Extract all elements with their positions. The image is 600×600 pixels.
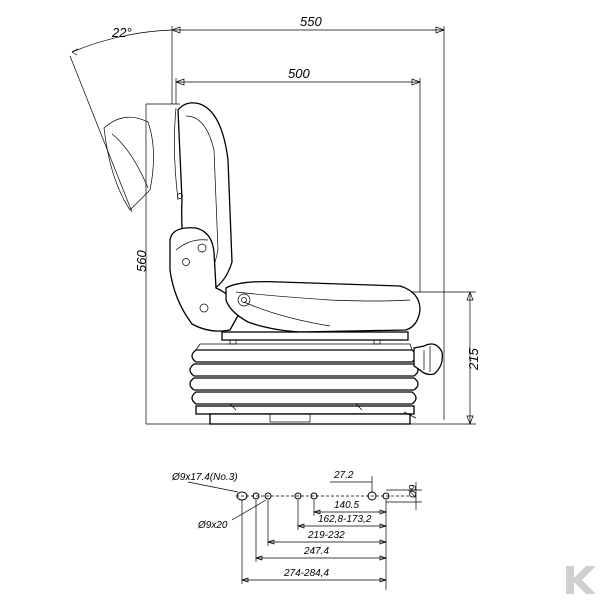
hole-size-label: Ø9x20: [197, 520, 228, 531]
seat-depth-label: 500: [288, 66, 310, 81]
dim-9-label: Ø9: [408, 484, 419, 499]
suspension-height-label: 215: [466, 348, 481, 371]
dim-140-5-label: 140.5: [334, 500, 359, 511]
dimension-500: 500: [175, 66, 421, 292]
overall-height-label: 560: [134, 250, 149, 272]
dim-274-label: 274-284,4: [283, 568, 329, 579]
suspension-bellows: [189, 343, 419, 405]
dim-247-4-label: 247.4: [303, 546, 329, 557]
seat-outline: [103, 102, 443, 425]
recline-angle-indicator: 22°: [69, 25, 173, 213]
adjustment-knob: [413, 343, 443, 376]
slot-size-label: Ø9x17.4(No.3): [171, 472, 238, 483]
dim-27-2-label: 27.2: [333, 470, 354, 481]
angle-label: 22°: [111, 25, 132, 40]
brand-k-logo-icon: [566, 566, 596, 594]
mounting-pattern: Ø9x17.4(No.3) Ø9x20 27.2 Ø9 140.5 162,8-…: [171, 470, 422, 590]
reclined-backrest-ghost: [103, 116, 154, 211]
dimension-550: 550: [171, 14, 445, 420]
dimension-215: 215: [410, 291, 481, 425]
dim-162-8-label: 162,8-173,2: [318, 514, 372, 525]
seat-cushion: [225, 280, 421, 333]
dim-219-label: 219-232: [307, 530, 345, 541]
overall-depth-label: 550: [300, 14, 322, 29]
